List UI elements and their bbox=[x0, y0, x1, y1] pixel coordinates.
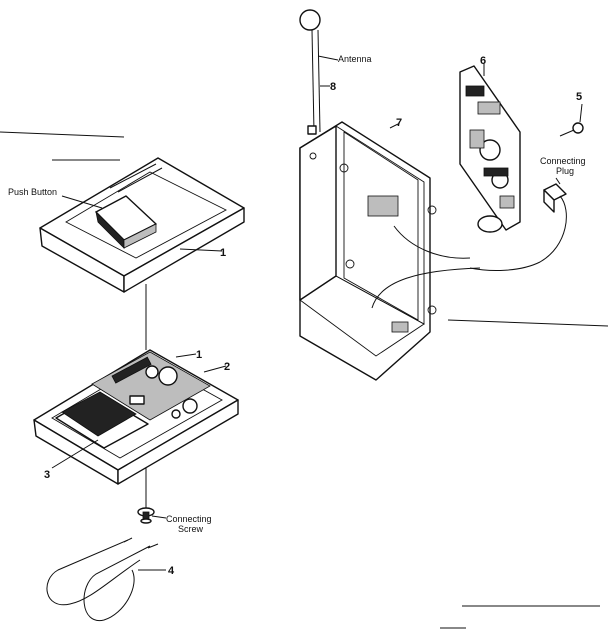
part-number-antenna-wire: 4 bbox=[168, 565, 175, 577]
connecting-screw bbox=[137, 507, 155, 524]
part-number-transmitter-board: 1 bbox=[196, 349, 202, 361]
connecting-plug-label-2: Plug bbox=[556, 166, 574, 176]
plug-leader bbox=[555, 177, 561, 185]
part-number-cover: 1 bbox=[220, 247, 226, 259]
part-number-screw: 5 bbox=[576, 91, 582, 103]
screw-leader bbox=[151, 515, 167, 519]
part-number-receiver-housing: 7 bbox=[396, 117, 402, 129]
antenna-rod bbox=[299, 9, 321, 135]
push-button-leader bbox=[61, 195, 103, 209]
part-number-antenna-rod: 8 bbox=[330, 81, 336, 93]
reference-line bbox=[0, 131, 125, 138]
connecting-plug-label-1: Connecting bbox=[540, 156, 586, 166]
part-number-board-label: 2 bbox=[224, 361, 230, 373]
mounting-screw bbox=[559, 122, 584, 137]
push-button-cover bbox=[39, 157, 245, 293]
receiver-housing bbox=[299, 121, 481, 381]
connecting-screw-label-2: Screw bbox=[178, 524, 204, 534]
connecting-plug bbox=[469, 183, 567, 271]
antenna-leader bbox=[317, 55, 339, 61]
connecting-screw-label-1: Connecting bbox=[166, 514, 212, 524]
part-number-receiver-board: 6 bbox=[480, 55, 486, 67]
screw-5-leader bbox=[579, 103, 583, 123]
part-number-battery: 3 bbox=[44, 469, 50, 481]
receiver-board bbox=[459, 65, 521, 233]
cover-leader bbox=[179, 248, 223, 252]
housing-leader bbox=[389, 123, 399, 129]
transmitter-base bbox=[33, 349, 239, 485]
antenna-wire bbox=[46, 537, 159, 621]
antenna-label: Antenna bbox=[338, 54, 372, 64]
board-leader bbox=[175, 353, 197, 358]
board-label-leader bbox=[203, 365, 227, 373]
circuit-board bbox=[91, 351, 211, 421]
reference-line bbox=[447, 319, 608, 327]
battery-leader bbox=[51, 439, 99, 469]
push-button-label: Push Button bbox=[8, 187, 57, 197]
